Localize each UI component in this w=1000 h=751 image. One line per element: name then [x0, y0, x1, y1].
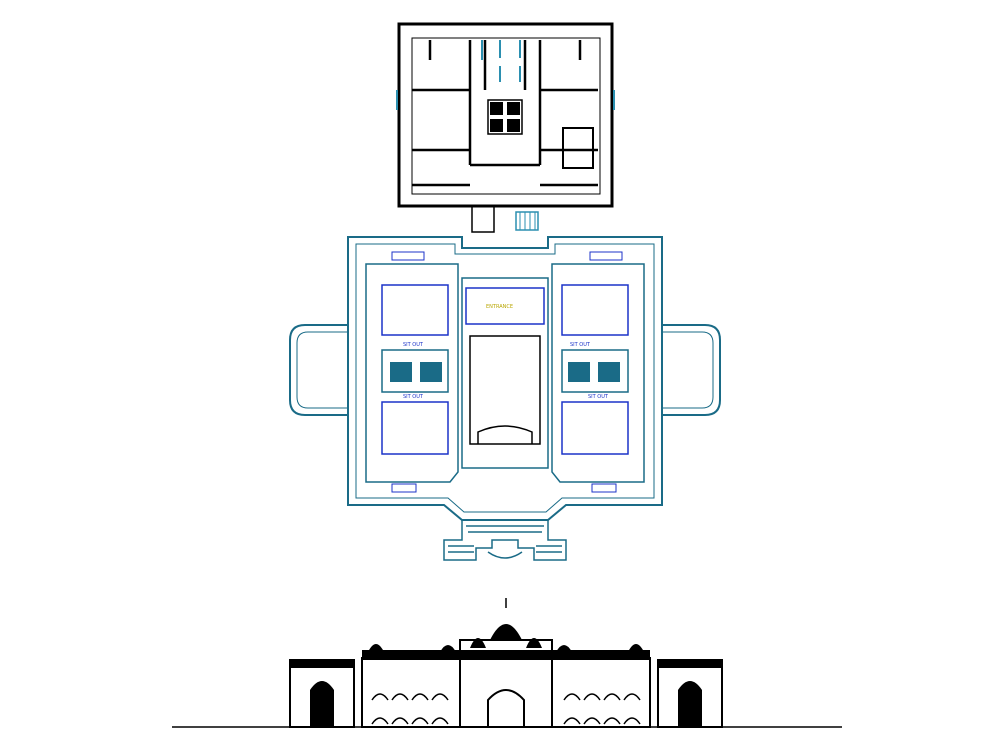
label-sit-out-upper-left: SIT OUT: [403, 342, 424, 348]
ground-floor-plan: SIT OUT SIT OUT SIT OUT SIT OUT ENTRANCE: [289, 236, 721, 561]
upper-floor-plan: [396, 22, 615, 233]
front-elevation: [172, 598, 842, 728]
label-sit-out-upper-right: SIT OUT: [570, 342, 591, 348]
label-sit-out-lower-left: SIT OUT: [403, 394, 424, 400]
label-sit-out-lower-right: SIT OUT: [588, 394, 609, 400]
label-entrance: ENTRANCE: [486, 304, 513, 310]
